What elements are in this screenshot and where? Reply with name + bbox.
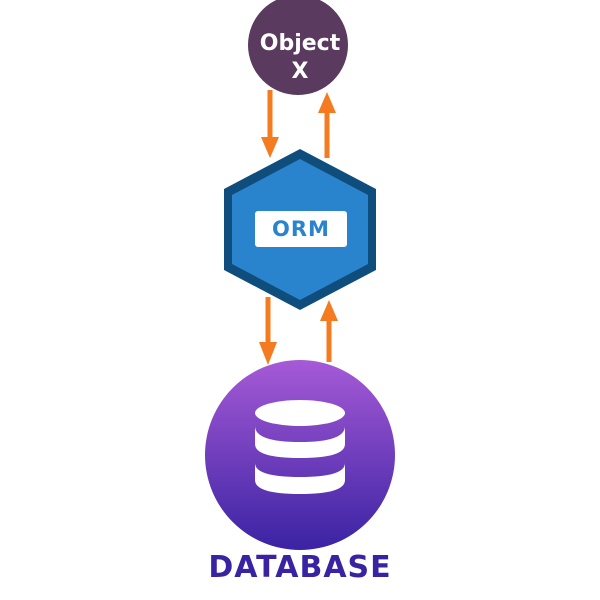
arrow-database-to-orm <box>320 300 338 362</box>
orm-label-box: ORM <box>255 211 347 247</box>
arrow-orm-to-database <box>259 297 277 365</box>
database-icon <box>255 400 345 494</box>
arrow-object-to-orm <box>261 90 279 158</box>
arrow-orm-to-object <box>318 92 336 158</box>
object-node-label: Object X <box>250 30 350 86</box>
orm-label: ORM <box>272 217 330 241</box>
object-label-line2: X <box>291 59 309 84</box>
object-label-line1: Object <box>259 31 341 56</box>
object-node-circle <box>248 0 348 95</box>
database-label: DATABASE <box>208 550 392 585</box>
